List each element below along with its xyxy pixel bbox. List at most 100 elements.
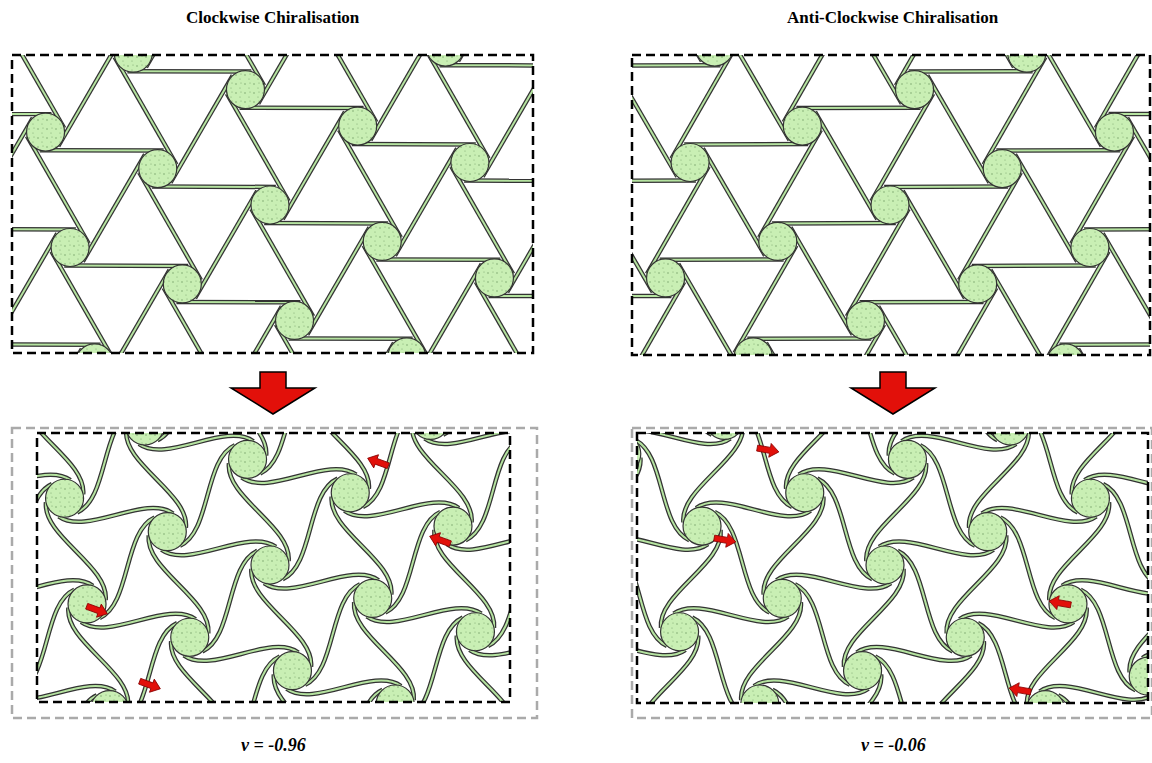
ligament [77, 433, 132, 512]
ligament-core [844, 569, 904, 667]
ligament [920, 445, 975, 546]
ligament [747, 336, 871, 341]
ligament-core [660, 259, 784, 261]
ligament-core [840, 55, 902, 104]
ligament-core [149, 536, 209, 634]
node-cylinder [786, 474, 824, 512]
ligament-core [1081, 590, 1136, 691]
ligament-core [647, 166, 709, 274]
ligament-core [637, 440, 689, 541]
ligament [451, 166, 513, 274]
ligament-core [395, 148, 457, 255]
node-cylinder [866, 546, 904, 584]
node-cylinder [475, 259, 513, 297]
ligament-core [332, 343, 394, 353]
ligament [727, 55, 789, 140]
ligament [332, 343, 394, 353]
ligament-core [352, 143, 476, 145]
ligament [46, 502, 106, 600]
ligament-core [220, 306, 282, 353]
ligament-core [796, 107, 920, 109]
node-cylinder [51, 228, 89, 266]
ligament-core [139, 172, 201, 280]
node-cylinder [376, 685, 414, 702]
node-cylinder [426, 55, 464, 66]
node-cylinder [226, 71, 264, 109]
ligament [122, 623, 177, 702]
ligament [684, 142, 808, 147]
ligament [878, 306, 940, 355]
ligament [637, 433, 663, 450]
ligament [240, 105, 364, 110]
undeformed-outline [12, 428, 537, 718]
node-cylinder [1071, 228, 1109, 266]
node-cylinder [456, 613, 494, 651]
ligament-core [671, 55, 733, 159]
ligament-core [100, 518, 155, 619]
ligament-core [972, 265, 1096, 267]
ligament-core [661, 530, 721, 628]
node-cylinder [76, 344, 114, 353]
ligament-core [27, 136, 89, 244]
ligament [139, 172, 201, 280]
ligament-core [871, 94, 933, 202]
ligament [972, 263, 1096, 268]
ligament [715, 512, 770, 613]
node-cylinder [734, 338, 772, 355]
ligament-core [419, 264, 481, 353]
ligament [170, 75, 232, 182]
ligament [759, 130, 821, 238]
ligament [412, 433, 472, 522]
ligament-core [328, 690, 383, 702]
ligament-core [727, 55, 789, 140]
node-cylinder [1027, 691, 1065, 703]
ligament [1103, 233, 1150, 340]
ligament [58, 55, 120, 146]
ligament [376, 257, 500, 262]
ligament [202, 551, 257, 652]
ligament-core [354, 602, 414, 700]
ligament [37, 680, 48, 702]
ligament-core [909, 70, 1033, 72]
ligament [1039, 55, 1101, 146]
deformation-arrow [756, 441, 780, 459]
transform-arrow [231, 372, 315, 414]
ligament-core [251, 209, 313, 317]
ligament [195, 191, 257, 298]
ligament [737, 433, 792, 507]
node-cylinder [90, 691, 128, 702]
ligament [1071, 136, 1133, 244]
node-cylinder [991, 433, 1029, 445]
ligament [363, 433, 418, 507]
node-cylinder [171, 618, 209, 656]
node-cylinder [969, 513, 1007, 551]
ligament [83, 154, 145, 261]
ligament-core [514, 55, 533, 80]
ligament-core [978, 623, 1033, 703]
ligament-core [795, 584, 850, 685]
ligament [40, 148, 164, 153]
ligament [385, 512, 440, 613]
ligament [492, 433, 510, 450]
ligament [251, 209, 313, 317]
ligament [815, 112, 877, 219]
panel-title: Clockwise Chiralisation [186, 8, 359, 28]
ligament-core [260, 433, 315, 473]
node-cylinder [946, 618, 984, 656]
ligament-core [122, 623, 177, 702]
node-cylinder [763, 579, 801, 617]
ligament [903, 191, 965, 298]
ligament-core [412, 433, 472, 522]
node-cylinder [741, 685, 779, 703]
node-cylinder [139, 150, 177, 188]
ligament [283, 112, 345, 219]
ligament-core [990, 270, 1052, 355]
ligament [152, 184, 276, 189]
ligament [741, 602, 801, 700]
ligament-core [847, 209, 909, 317]
node-cylinder [229, 440, 267, 478]
deformation-arrow [1008, 681, 1032, 699]
ligament-core [875, 657, 930, 703]
ligament [840, 55, 902, 104]
